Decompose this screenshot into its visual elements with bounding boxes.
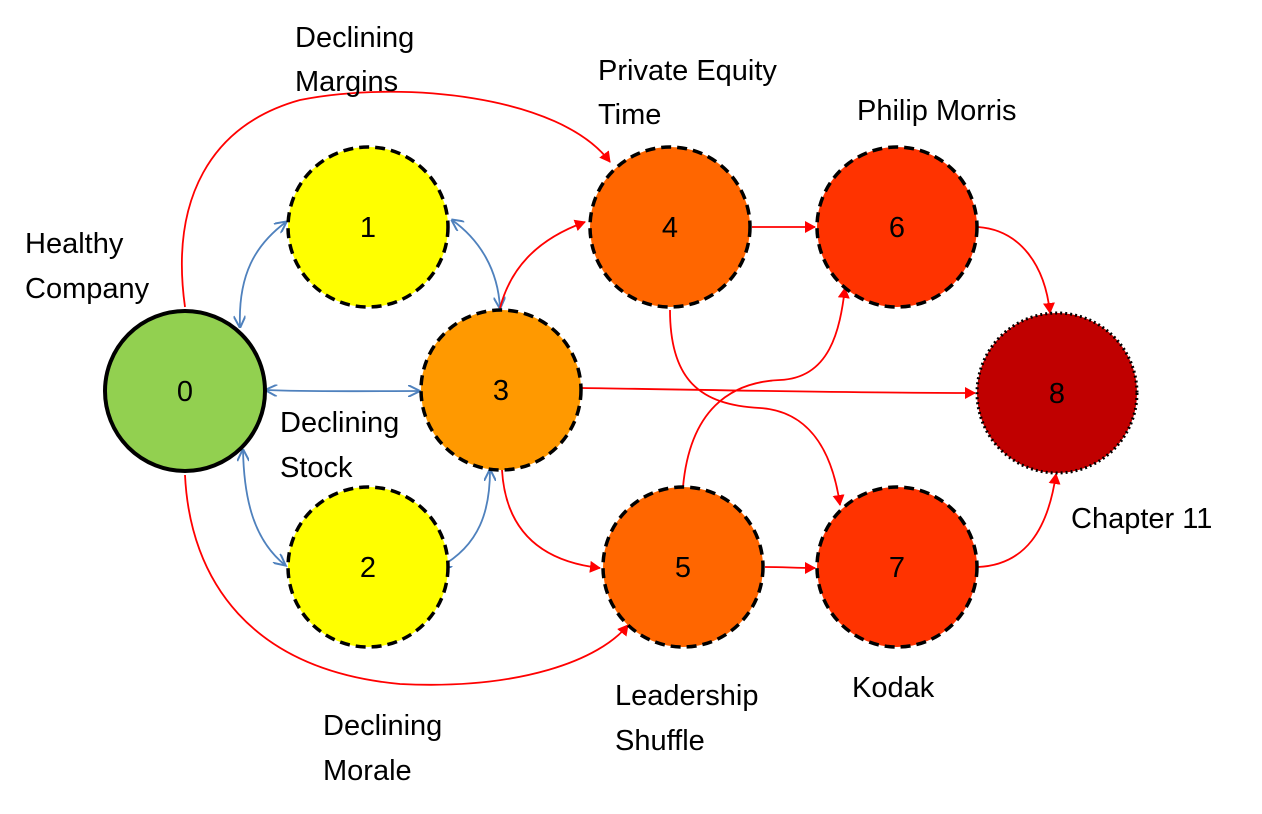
edge-2-3	[440, 470, 490, 567]
node-8: 8	[975, 311, 1139, 475]
caption-kodak: Kodak	[852, 672, 935, 704]
nodes: 0 1 2 3 4 5 6 7	[103, 145, 1139, 649]
node-2-label: 2	[360, 552, 376, 584]
edge-5-7	[764, 561, 816, 574]
node-3: 3	[419, 308, 583, 472]
node-5: 5	[601, 485, 765, 649]
edge-1-3	[452, 220, 500, 308]
edge-3-4	[499, 219, 586, 309]
node-4: 4	[588, 145, 752, 309]
node-4-label: 4	[662, 212, 678, 244]
caption-leadership-shuffle: Leadership Shuffle	[615, 680, 767, 757]
node-8-label: 8	[1049, 378, 1065, 410]
caption-healthy-company: Healthy Company	[25, 228, 150, 305]
edge-5-6	[682, 287, 850, 488]
node-1: 1	[286, 145, 450, 309]
node-7-label: 7	[889, 552, 905, 584]
edge-0-1	[240, 222, 286, 327]
node-5-label: 5	[675, 552, 691, 584]
edge-6-8	[977, 226, 1055, 314]
caption-chapter-11: Chapter 11	[1071, 503, 1212, 535]
edge-7-8	[977, 473, 1061, 568]
node-3-label: 3	[493, 375, 509, 407]
caption-declining-margins: Declining Margins	[295, 22, 422, 98]
edge-0-3	[266, 390, 419, 391]
edge-0-5	[184, 474, 629, 686]
node-0: 0	[103, 309, 267, 473]
edge-3-8	[581, 386, 976, 399]
node-2: 2	[286, 485, 450, 649]
edge-3-5	[501, 469, 601, 573]
edge-0-4	[181, 90, 611, 308]
captions: Healthy Company Declining Margins Privat…	[25, 22, 1212, 787]
edge-0-2	[243, 450, 285, 565]
node-1-label: 1	[360, 212, 376, 244]
node-0-label: 0	[177, 376, 193, 408]
edge-4-7	[669, 309, 845, 506]
node-6-label: 6	[889, 212, 905, 244]
caption-private-equity-time: Private Equity Time	[598, 55, 785, 131]
caption-philip-morris: Philip Morris	[857, 95, 1017, 127]
caption-declining-stock: Declining Stock	[280, 407, 407, 484]
edges	[181, 90, 1061, 686]
caption-declining-morale: Declining Morale	[323, 710, 450, 787]
node-6: 6	[815, 145, 979, 309]
node-7: 7	[815, 485, 979, 649]
